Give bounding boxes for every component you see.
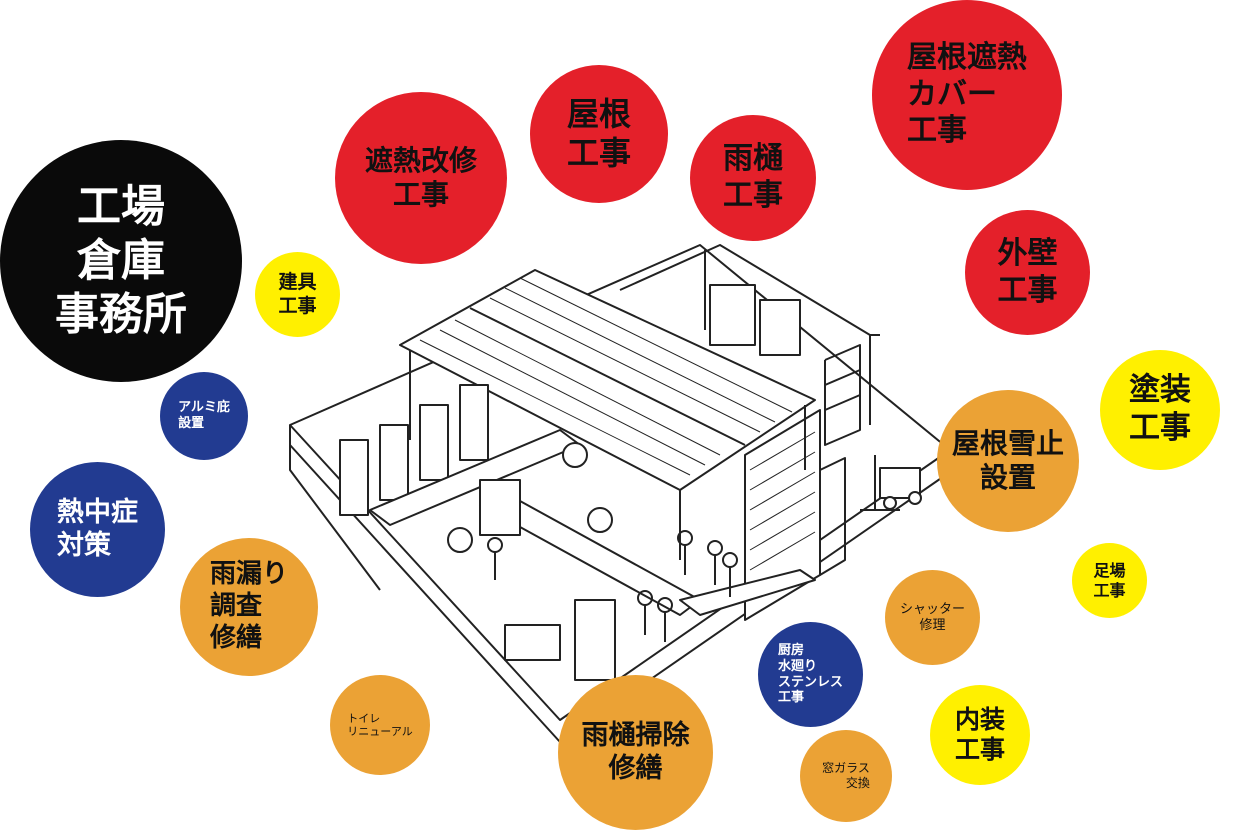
category-label: 屋根遮熱 カバー 工事: [907, 40, 1027, 149]
category-label: 足場 工事: [1093, 560, 1126, 600]
category-label: 遮熱改修 工事: [364, 143, 477, 211]
category-leak-inspection-repair[interactable]: 雨漏り 調査 修繕: [180, 538, 318, 676]
category-heatstroke-prevention[interactable]: 熱中症 対策: [30, 462, 165, 597]
category-label: トイレ リニューアル: [347, 711, 413, 738]
category-gutter-cleaning-repair[interactable]: 雨樋掃除 修繕: [558, 675, 713, 830]
category-label: 内装 工事: [954, 704, 1005, 765]
category-toilet-renewal[interactable]: トイレ リニューアル: [330, 675, 430, 775]
category-label: 雨樋掃除 修繕: [581, 719, 690, 784]
category-label: 工場 倉庫 事務所: [55, 181, 187, 340]
category-label: 雨樋 工事: [723, 141, 783, 213]
category-window-glass-replacement[interactable]: 窓ガラス 交換: [800, 730, 892, 822]
category-label: 外壁 工事: [997, 235, 1058, 308]
category-label: 厨房 水廻り ステンレス 工事: [777, 642, 843, 706]
category-roof-snow-guard[interactable]: 屋根雪止 設置: [937, 390, 1079, 532]
category-interior-work[interactable]: 内装 工事: [930, 685, 1030, 785]
category-fittings-work[interactable]: 建具 工事: [255, 252, 340, 337]
category-roof-work[interactable]: 屋根 工事: [530, 65, 668, 203]
category-kitchen-water-stainless[interactable]: 厨房 水廻り ステンレス 工事: [758, 622, 863, 727]
category-label: 熱中症 対策: [57, 496, 138, 561]
category-label: 窓ガラス 交換: [822, 761, 870, 790]
category-label: アルミ庇 設置: [178, 400, 230, 431]
category-label: 建具 工事: [278, 271, 317, 317]
category-roof-heat-cover[interactable]: 屋根遮熱 カバー 工事: [872, 0, 1062, 190]
category-label: 塗装 工事: [1129, 372, 1191, 446]
category-shutter-repair[interactable]: シャッター 修理: [885, 570, 980, 665]
category-heat-shield-renovation[interactable]: 遮熱改修 工事: [335, 92, 507, 264]
category-painting-work[interactable]: 塗装 工事: [1100, 350, 1220, 470]
category-gutter-work[interactable]: 雨樋 工事: [690, 115, 816, 241]
category-label: 屋根雪止 設置: [951, 426, 1064, 494]
category-label: シャッター 修理: [899, 601, 965, 633]
category-exterior-wall[interactable]: 外壁 工事: [965, 210, 1090, 335]
category-factory-warehouse-office[interactable]: 工場 倉庫 事務所: [0, 140, 242, 382]
category-aluminum-canopy[interactable]: アルミ庇 設置: [160, 372, 248, 460]
category-label: 屋根 工事: [566, 94, 631, 172]
category-label: 雨漏り 調査 修繕: [209, 559, 288, 653]
category-scaffolding-work[interactable]: 足場 工事: [1072, 543, 1147, 618]
